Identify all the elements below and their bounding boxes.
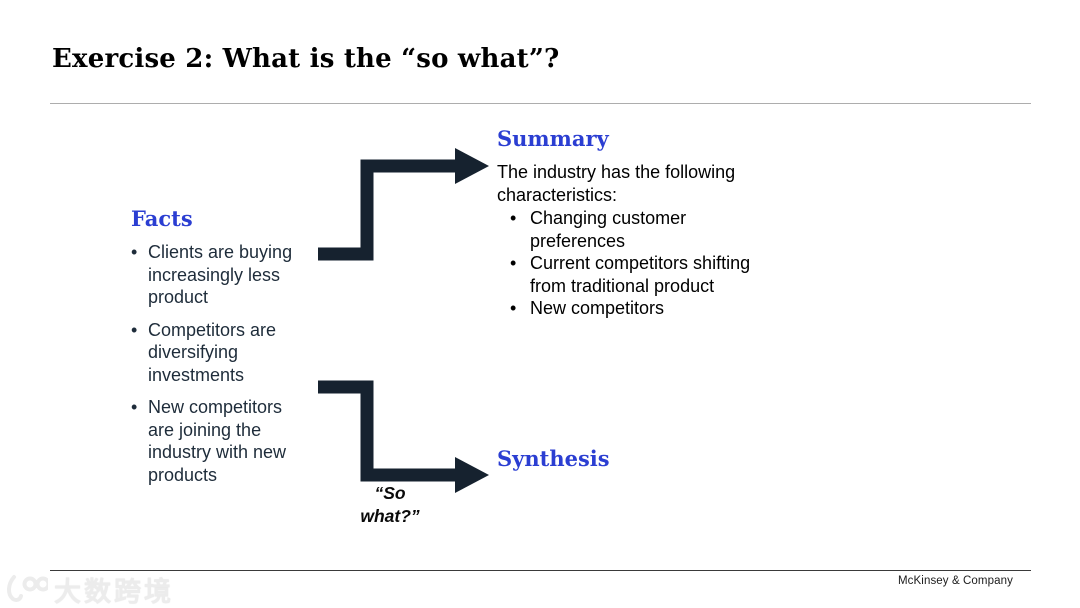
watermark: 大数跨境 bbox=[4, 572, 174, 607]
list-item: New competitors are joining the industry… bbox=[131, 396, 309, 486]
summary-heading: Summary bbox=[497, 126, 609, 151]
page-title: Exercise 2: What is the “so what”? bbox=[52, 44, 560, 74]
watermark-text: 大数跨境 bbox=[54, 576, 174, 607]
summary-block: The industry has the following character… bbox=[497, 161, 785, 320]
list-item: New competitors bbox=[497, 297, 785, 320]
title-divider bbox=[50, 103, 1031, 104]
elbow-arrow-up-right-icon bbox=[318, 148, 489, 261]
so-what-line-2: what?” bbox=[360, 506, 420, 526]
watermark-logo-icon bbox=[7, 575, 48, 602]
footer-divider bbox=[50, 570, 1031, 571]
synthesis-heading: Synthesis bbox=[497, 446, 610, 471]
company-name: McKinsey & Company bbox=[898, 575, 1013, 587]
so-what-label: “So what?” bbox=[335, 482, 445, 528]
list-item: Competitors are diversifying investments bbox=[131, 319, 309, 387]
summary-intro: The industry has the following character… bbox=[497, 162, 736, 205]
summary-bullet-list: Changing customer preferences Current co… bbox=[497, 207, 785, 320]
facts-bullet-list: Clients are buying increasingly less pro… bbox=[131, 241, 309, 496]
list-item: Current competitors shifting from tradit… bbox=[497, 252, 785, 297]
facts-heading: Facts bbox=[131, 206, 193, 231]
list-item: Changing customer preferences bbox=[497, 207, 785, 252]
elbow-arrow-down-right-icon bbox=[318, 380, 489, 493]
so-what-line-1: “So bbox=[374, 483, 406, 503]
list-item: Clients are buying increasingly less pro… bbox=[131, 241, 309, 309]
